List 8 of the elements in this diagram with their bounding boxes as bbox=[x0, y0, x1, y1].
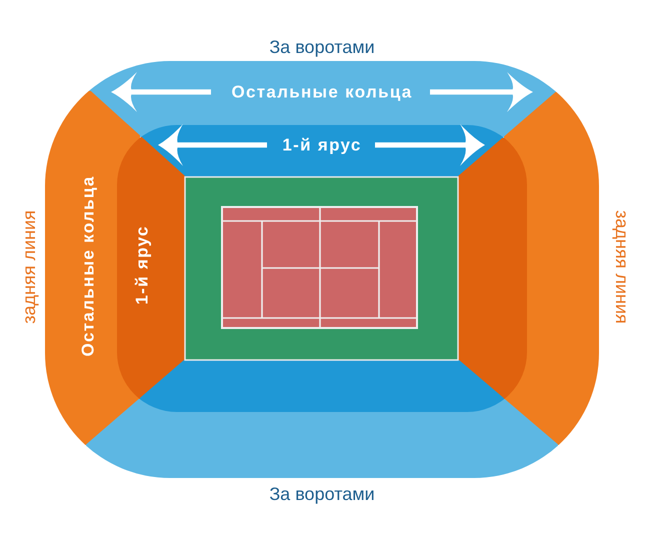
section-label: Остальные кольца bbox=[80, 175, 96, 357]
area-label: За воротами bbox=[269, 485, 375, 503]
section-label: 1-й ярус bbox=[282, 136, 362, 154]
section-label: Остальные кольца bbox=[231, 84, 413, 100]
section-label: 1-й ярус bbox=[134, 225, 150, 305]
area-label: задняя линия bbox=[20, 210, 38, 324]
area-label: задняя линия bbox=[613, 210, 631, 324]
area-label: За воротами bbox=[269, 38, 375, 56]
